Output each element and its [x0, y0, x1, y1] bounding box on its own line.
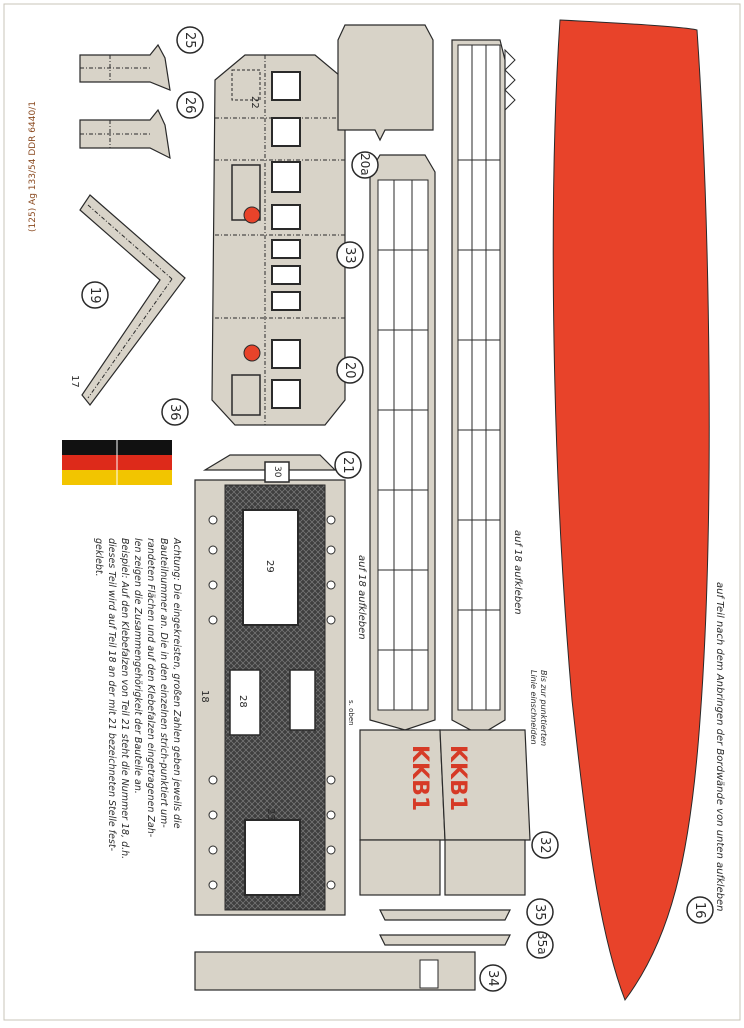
part-label-35a: 35a	[535, 932, 549, 955]
part-20	[211, 54, 346, 426]
glue-label-18-left: auf 18 aufkleben	[356, 555, 367, 640]
part-label-36: 36	[167, 404, 182, 421]
part-34	[194, 951, 476, 991]
part-label-22: 22	[249, 96, 260, 109]
part-label-29: 29	[264, 560, 275, 573]
part-18	[439, 39, 531, 896]
assembly-note: Achtung: Die eingekreisten, großen Zahle…	[92, 538, 183, 859]
part-label-26: 26	[182, 97, 197, 114]
part-35	[379, 909, 511, 921]
note-line-4: len zeigen die Zusammengehörigkeit der B…	[132, 538, 143, 794]
part-label-17: 17	[69, 375, 80, 388]
note-line-6: dieses Teil wird auf Teil 18 an der mit …	[106, 538, 117, 852]
hull-name-left: KKB1	[407, 745, 432, 812]
part-label-20a: 20a	[358, 153, 372, 176]
part-label-35: 35	[532, 904, 547, 921]
cut-line-label-2: Linie einschneiden	[529, 670, 538, 745]
part-16	[552, 19, 710, 1002]
part-label-21: 21	[340, 457, 355, 474]
part-19	[79, 194, 186, 406]
hull-name-right: KKB1	[445, 745, 470, 812]
number-circles	[81, 26, 714, 992]
part-21	[194, 454, 346, 916]
cut-line-label-1: Bis zur punktierten	[539, 670, 548, 747]
part-26	[79, 108, 171, 160]
part-label-34: 34	[485, 970, 500, 987]
part-label-30: 30	[272, 466, 282, 478]
part-33	[359, 154, 446, 896]
note-line-1: Achtung: Die eingekreisten, großen Zahle…	[171, 538, 182, 829]
part-label-33: 33	[342, 247, 357, 264]
part-label-28: 28	[237, 695, 248, 708]
above-label: s. oben	[347, 700, 355, 726]
flag-part-36	[62, 440, 172, 485]
glue-label-16: auf Teil nach dem Anbringen der Bordwänd…	[714, 582, 725, 912]
part-25	[79, 43, 171, 91]
part-label-18: 18	[199, 690, 210, 703]
note-line-3: randeten Flächen und auf den Klebefalzen…	[145, 538, 156, 838]
part-label-16: 16	[692, 902, 707, 919]
part-label-20: 20	[342, 362, 357, 379]
glue-label-18-right: auf 18 aufkleben	[512, 530, 523, 615]
part-label-23: 23	[265, 808, 276, 821]
part-label-32: 32	[537, 837, 552, 854]
note-line-2: Bauteilnummer an. Die in den einzelnen s…	[158, 538, 169, 828]
note-line-5: Beispiel: Auf den Klebefalzen von Teil 2…	[119, 538, 130, 860]
part-20a	[337, 24, 434, 142]
part-35a	[379, 934, 511, 946]
part-label-25: 25	[182, 32, 197, 49]
catalog-code: (125) Ag 133/54 DDR 6440/1	[28, 101, 38, 232]
part-label-19: 19	[87, 287, 102, 304]
note-line-7: geklebt.	[93, 538, 104, 577]
